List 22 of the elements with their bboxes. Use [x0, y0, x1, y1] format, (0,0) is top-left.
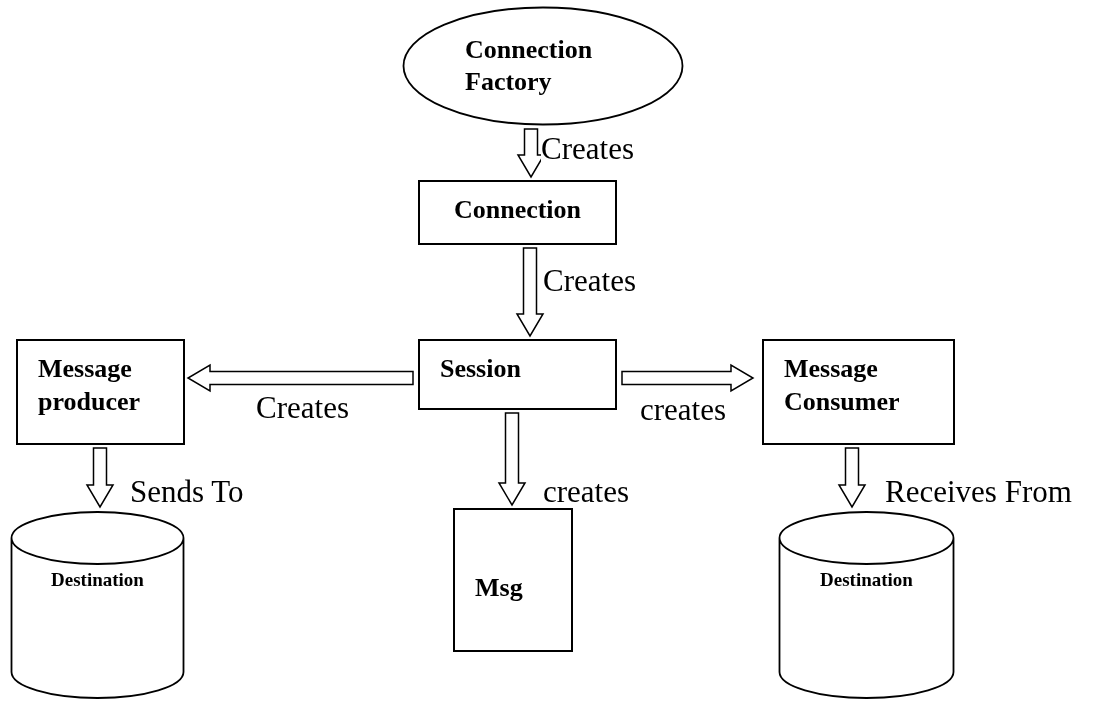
process-box — [453, 508, 573, 652]
node-label: Connection Factory — [465, 33, 594, 98]
hollow-arrow — [621, 363, 755, 393]
hollow-arrow — [85, 447, 115, 509]
hollow-arrow — [497, 412, 527, 507]
process-box — [418, 339, 617, 410]
process-box — [418, 180, 617, 245]
node-label: Session — [440, 353, 521, 385]
node-label: Message Consumer — [784, 353, 901, 418]
hollow-arrow — [186, 363, 414, 393]
node-label: Connection — [453, 194, 582, 226]
node-label: Destination — [51, 568, 144, 592]
process-box — [762, 339, 955, 445]
cylinder-node — [10, 510, 185, 700]
node-label: Msg — [475, 572, 523, 604]
process-box — [16, 339, 185, 445]
ellipse-node — [402, 6, 684, 126]
hollow-arrow — [837, 447, 867, 509]
cylinder-node — [778, 510, 955, 700]
hollow-arrow — [515, 247, 545, 338]
node-label: Message producer — [38, 353, 142, 418]
node-label: Destination — [820, 568, 913, 592]
